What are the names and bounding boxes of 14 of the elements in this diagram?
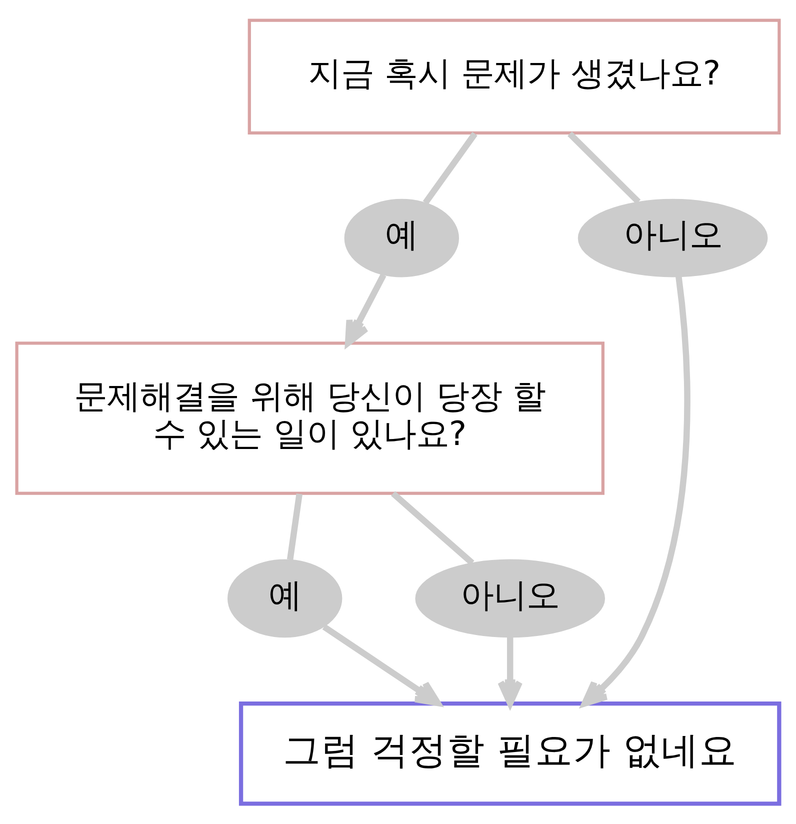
arrow <box>582 276 690 707</box>
node-ellipse: 예 <box>227 559 342 638</box>
arrow <box>344 274 386 346</box>
node-ellipse: 예 <box>344 198 460 278</box>
node-box: 문제해결을 위해 당신이 당장 할 수 있는 일이 있나요? <box>15 342 604 495</box>
node-ellipse: 아니오 <box>415 559 606 638</box>
arrow <box>322 624 441 706</box>
connector <box>568 132 641 204</box>
connector <box>422 132 478 205</box>
connector <box>391 491 474 566</box>
node-box: 지금 혹시 문제가 생겼나요? <box>248 18 781 135</box>
node-ellipse: 아니오 <box>578 198 768 278</box>
node-box: 그럼 걱정할 필요가 없네요 <box>238 701 782 806</box>
connector <box>286 494 302 560</box>
